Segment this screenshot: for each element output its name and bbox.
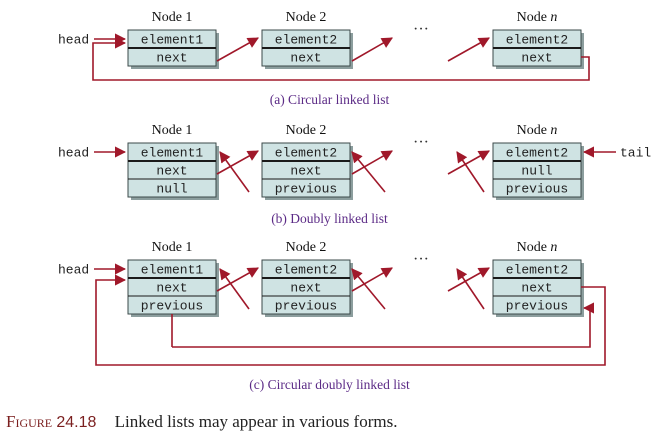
node-field: previous xyxy=(141,299,203,314)
diagram-doubly: element1 next null element2 next previous elem… xyxy=(58,134,651,226)
figure-label: Figure xyxy=(6,412,53,431)
node-field: next xyxy=(290,281,321,296)
next-arrow xyxy=(447,267,490,292)
node-field: previous xyxy=(506,182,568,197)
node-field: element2 xyxy=(506,33,568,48)
circular-previous-arrow xyxy=(172,302,595,348)
circular-next-arrow xyxy=(95,274,606,366)
node-box xyxy=(127,142,217,198)
node-field: next xyxy=(521,51,552,66)
node-field: next xyxy=(156,281,187,296)
diagram-circular-doubly: element1 next previous element2 next previous… xyxy=(58,251,584,392)
diagram-caption: (a) Circular linked list xyxy=(270,92,390,107)
next-arrow xyxy=(351,150,393,175)
node-field: next xyxy=(290,51,321,66)
node-title: Node n xyxy=(517,123,558,138)
node-field: next xyxy=(290,164,321,179)
tail-label: tail xyxy=(620,146,651,161)
node-field: element1 xyxy=(141,146,204,161)
node-field: previous xyxy=(506,299,568,314)
next-arrow xyxy=(447,37,490,62)
next-arrow xyxy=(216,267,259,292)
node-title: Node n xyxy=(517,10,558,25)
figure-caption: Figure 24.18 Linked lists may appear in … xyxy=(6,412,656,438)
node-field: null xyxy=(156,182,187,197)
node-field: element2 xyxy=(275,33,337,48)
previous-arrow xyxy=(219,268,250,310)
head-label: head xyxy=(58,33,89,48)
caption-rule xyxy=(0,404,659,405)
next-arrow xyxy=(447,150,490,175)
node-title: Node 2 xyxy=(286,123,327,138)
node-title: Node 2 xyxy=(286,10,327,25)
node-box xyxy=(261,259,351,315)
node-field: next xyxy=(156,164,187,179)
previous-arrow xyxy=(351,151,386,193)
previous-arrow xyxy=(456,268,485,310)
head-label: head xyxy=(58,263,89,278)
node-title: Node 1 xyxy=(152,240,193,255)
next-arrow xyxy=(351,37,393,62)
figure-text: Linked lists may appear in various forms… xyxy=(114,412,398,431)
diagram-caption: (b) Doubly linked list xyxy=(271,211,388,226)
ellipsis: ··· xyxy=(413,251,429,268)
next-arrow xyxy=(216,150,259,175)
node-field: element2 xyxy=(506,263,568,278)
diagram-caption: (c) Circular doubly linked list xyxy=(249,377,410,392)
diagram-circular: element1 next element2 next element2 next ··· (… xyxy=(58,21,584,107)
node-field: element1 xyxy=(141,263,204,278)
node-field: element2 xyxy=(275,263,337,278)
node-box xyxy=(492,142,582,198)
node-box xyxy=(261,142,351,198)
figure-number: 24.18 xyxy=(56,414,97,431)
node-title: Node 1 xyxy=(152,10,193,25)
ellipsis: ··· xyxy=(413,21,429,38)
node-field: null xyxy=(521,164,552,179)
ellipsis: ··· xyxy=(413,134,429,151)
node-field: next xyxy=(521,281,552,296)
circular-next-arrow xyxy=(92,37,590,81)
node-title: Node 1 xyxy=(152,123,193,138)
previous-arrow xyxy=(351,268,386,310)
linked-list-figure: element1 next element2 next element2 next ··· (… xyxy=(58,10,651,392)
node-box xyxy=(127,259,217,315)
node-field: previous xyxy=(275,182,337,197)
previous-arrow xyxy=(456,151,485,193)
next-arrow xyxy=(351,267,393,292)
node-field: previous xyxy=(275,299,337,314)
node-field: element1 xyxy=(141,33,204,48)
node-field: element2 xyxy=(275,146,337,161)
next-arrow xyxy=(216,37,259,62)
node-field: next xyxy=(156,51,187,66)
node-title: Node 2 xyxy=(286,240,327,255)
node-field: element2 xyxy=(506,146,568,161)
node-title: Node n xyxy=(517,240,558,255)
head-label: head xyxy=(58,146,89,161)
previous-arrow xyxy=(219,151,250,193)
